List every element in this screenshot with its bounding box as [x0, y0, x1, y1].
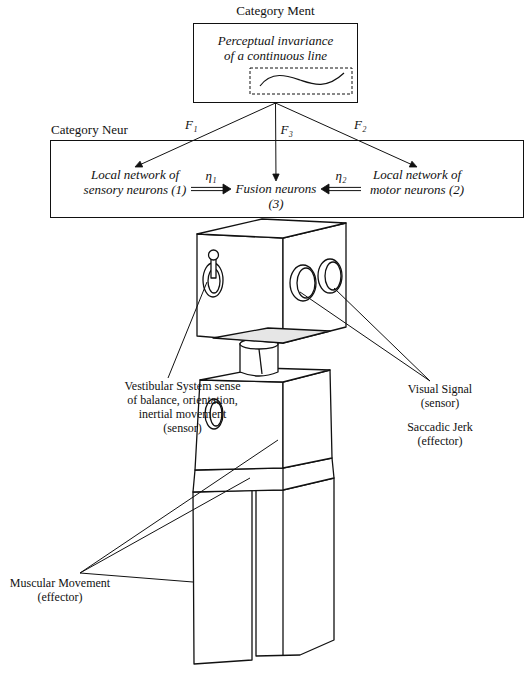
- connector-line: [191, 187, 224, 188]
- effector-callout: Muscular Movement (effector): [0, 576, 120, 604]
- sensor-callout: Vestibular System sense of balance, orie…: [120, 379, 245, 435]
- arrow-label: F₂: [354, 118, 366, 132]
- arrow-label: F₃: [280, 123, 292, 137]
- robot-leg: [193, 490, 252, 664]
- robot-eye: [325, 262, 341, 290]
- neuron-label: Fusion neurons (3): [231, 181, 321, 211]
- robot-eye: [297, 268, 315, 298]
- leader-line: [80, 478, 250, 573]
- neuron-network: Fusion neurons (3): [231, 181, 321, 211]
- robot-eye: [318, 259, 342, 293]
- arrowhead: [135, 161, 143, 167]
- robot-edge: [282, 490, 283, 655]
- category-box: Category MentPerceptual invariance of a …: [193, 23, 358, 103]
- connector-line: [275, 103, 276, 175]
- arrowhead: [273, 174, 279, 181]
- robot-torso: [283, 370, 332, 468]
- robot-head: [283, 223, 346, 343]
- connector-line: [276, 103, 412, 165]
- continuous-line: [260, 73, 344, 86]
- dashed-frame: [250, 68, 352, 94]
- arrow-label: F₁: [185, 118, 197, 132]
- arrowhead: [321, 184, 329, 194]
- vestibular-sensor: [209, 250, 219, 260]
- connector-line: [191, 190, 224, 191]
- category-heading: Category Ment: [194, 3, 357, 18]
- effector-callout: Saccadic Jerk (effector): [390, 420, 490, 448]
- robot-leg: [256, 478, 334, 656]
- perceived-line: [250, 68, 352, 94]
- arrow-label: η₁: [206, 169, 217, 183]
- arrowhead: [409, 161, 417, 167]
- connector-line: [328, 190, 361, 191]
- functor-arrow: [276, 103, 418, 167]
- vestibular-sensor: [211, 258, 216, 278]
- category-box: Category NeurLocal network of sensory ne…: [50, 140, 524, 218]
- natural-transformation-arrow: [321, 184, 361, 194]
- functor-arrow: [135, 103, 276, 167]
- leader-line: [334, 288, 430, 381]
- robot-eye: [290, 265, 316, 301]
- natural-transformation-arrow: [191, 184, 231, 194]
- arrow-label: η₂: [336, 169, 347, 183]
- robot-illustration: [193, 219, 346, 664]
- robot-head: [197, 219, 346, 238]
- leader-lines: [80, 282, 430, 582]
- leader-line: [300, 292, 430, 381]
- sensor-callout: Visual Signal (sensor): [394, 382, 486, 410]
- connector-line: [328, 187, 361, 188]
- robot-head-base: [213, 328, 330, 343]
- robot-edge: [282, 468, 283, 490]
- functor-arrow: [273, 103, 279, 181]
- category-heading: Category Neur: [51, 122, 271, 137]
- neuron-label: Local network of sensory neurons (1): [79, 167, 191, 197]
- leader-line: [168, 282, 207, 378]
- arrowhead: [223, 184, 231, 194]
- connector-line: [140, 103, 275, 165]
- neuron-network: Local network of motor neurons (2): [361, 167, 473, 197]
- category-description: Perceptual invariance of a continuous li…: [194, 33, 357, 63]
- robot-head: [197, 234, 283, 343]
- neuron-label: Local network of motor neurons (2): [361, 167, 473, 197]
- leader-line: [80, 440, 278, 573]
- neuron-network: Local network of sensory neurons (1): [79, 167, 191, 197]
- robot-edge: [259, 349, 262, 374]
